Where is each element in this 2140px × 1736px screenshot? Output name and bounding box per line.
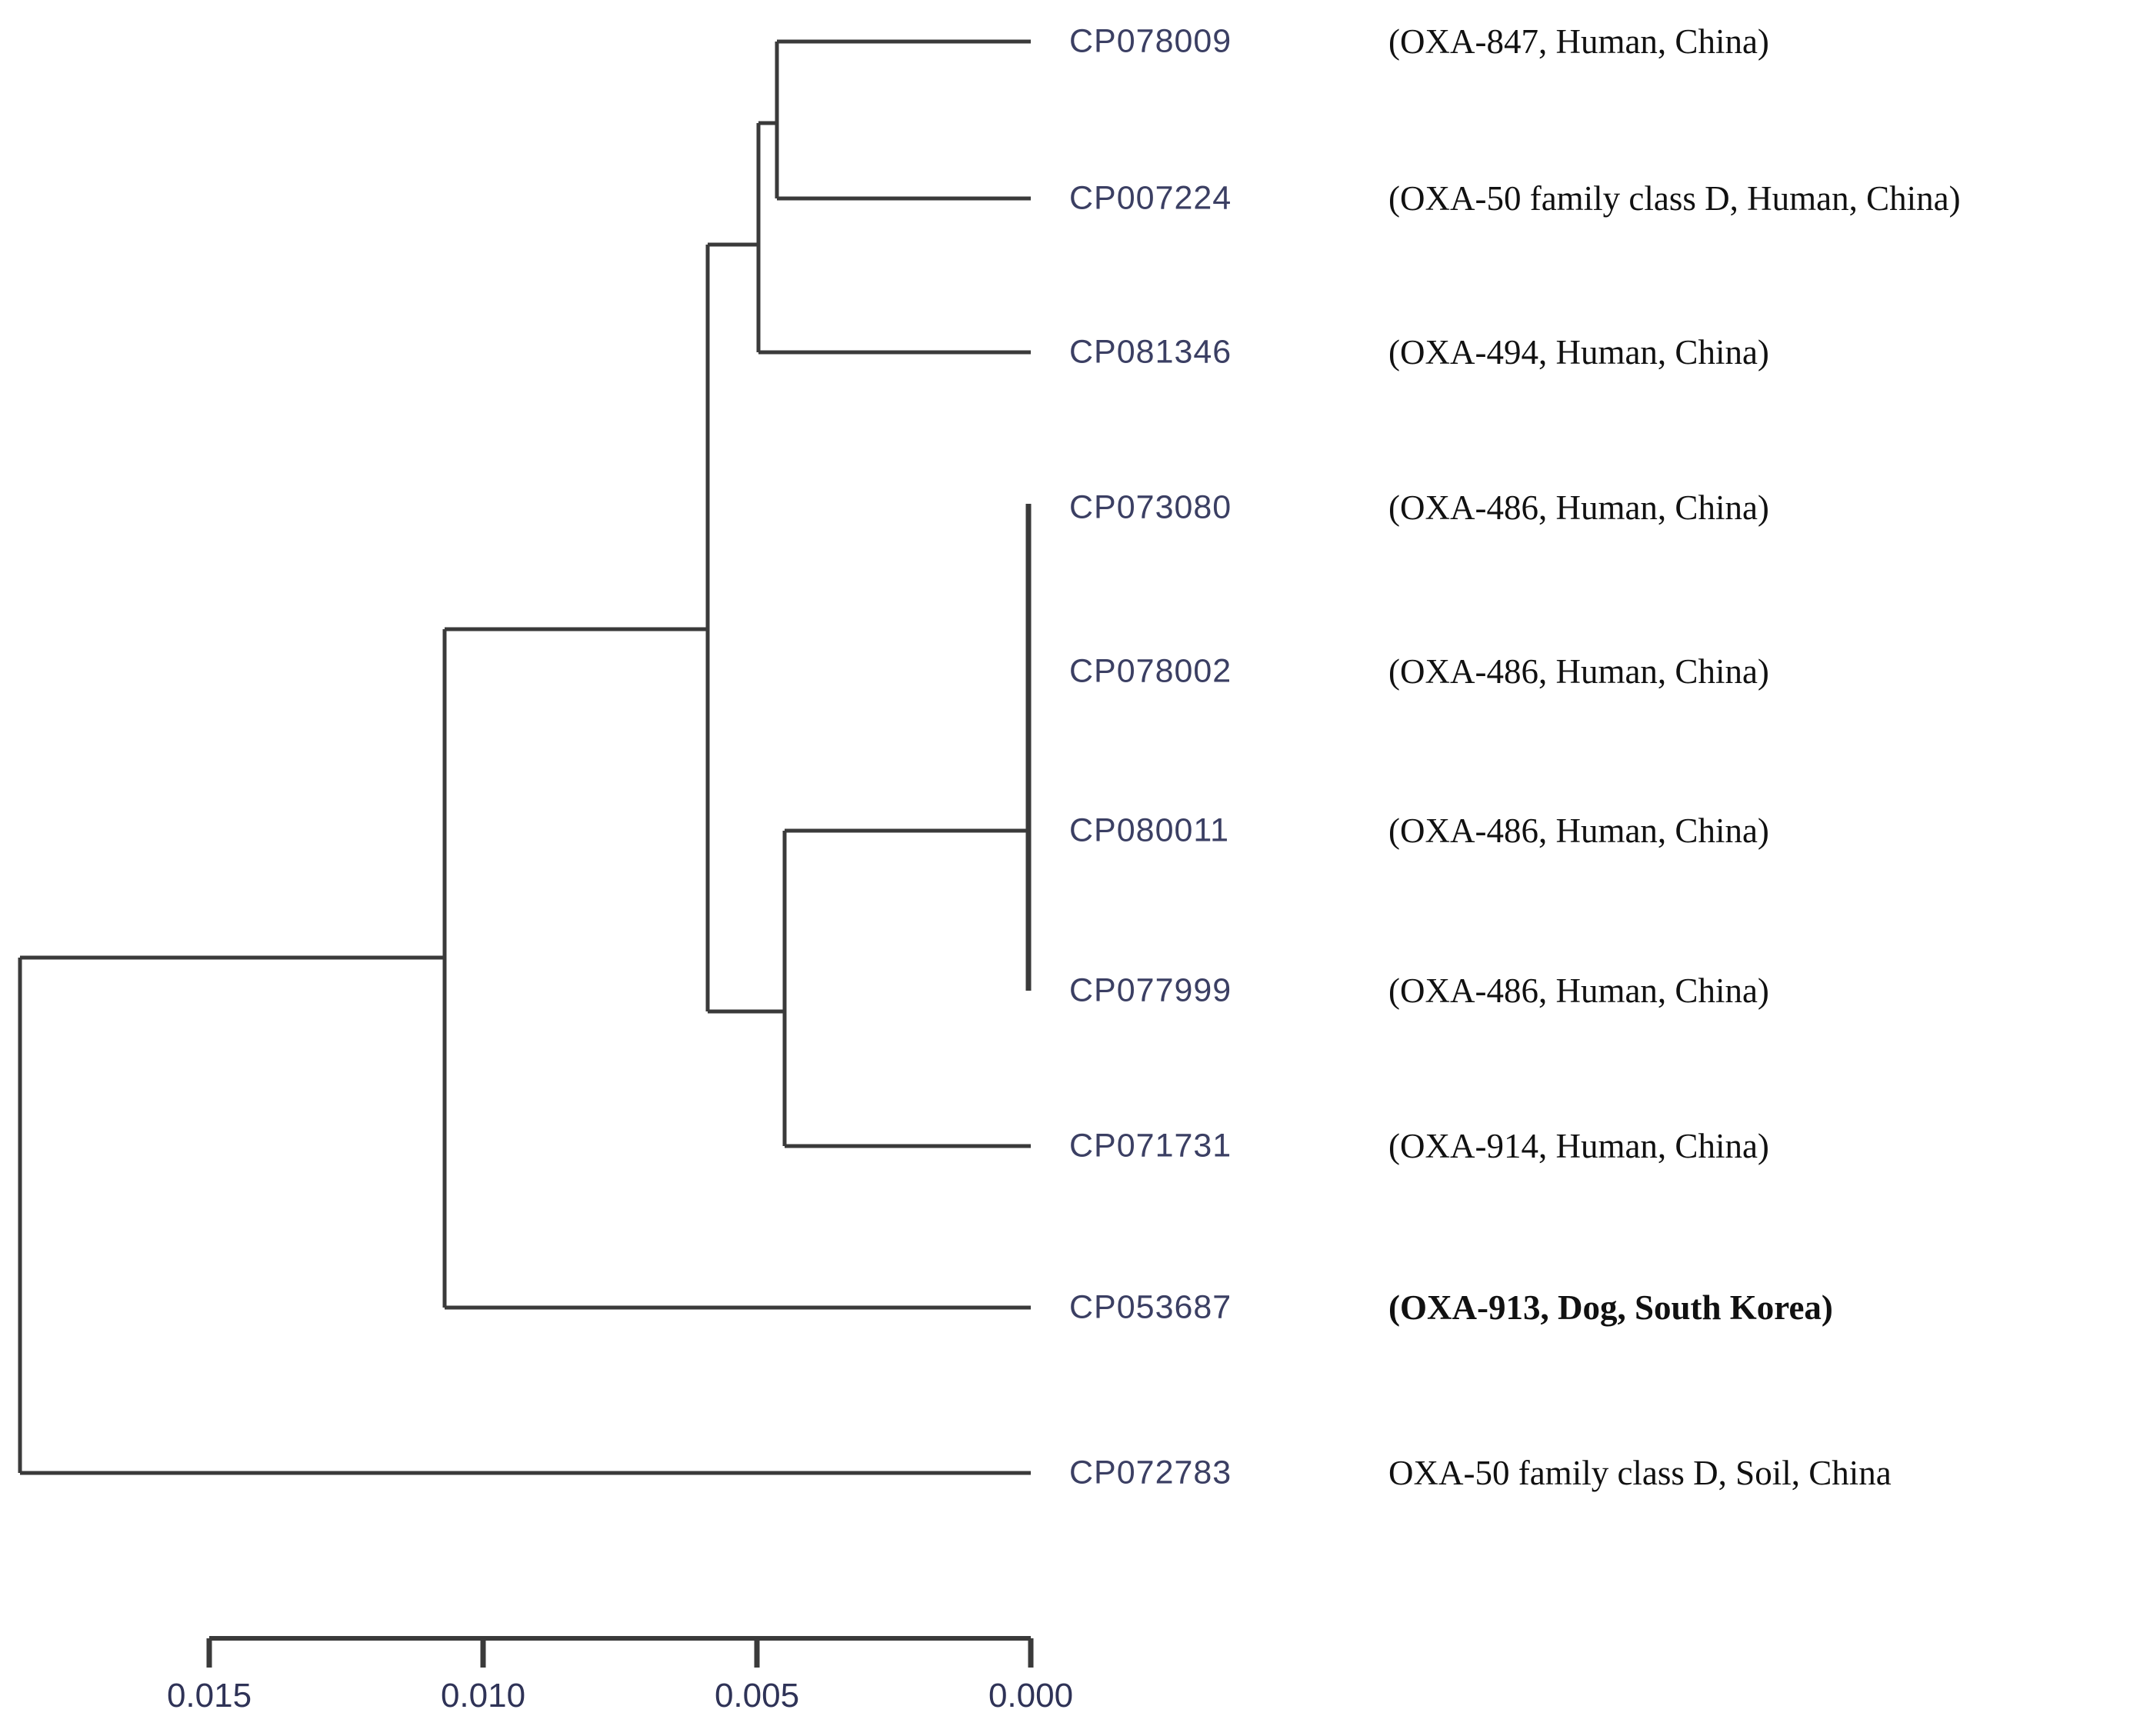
tip-accession-cp078002: CP078002 (1069, 652, 1232, 690)
tip-accession-cp071731: CP071731 (1069, 1127, 1232, 1165)
tip-accession-cp081346: CP081346 (1069, 333, 1232, 371)
tip-accession-cp077999: CP077999 (1069, 971, 1232, 1009)
scale-axis-group (206, 1636, 1034, 1668)
tip-annotation-cp073080: (OXA-486, Human, China) (1388, 488, 1769, 527)
axis-tick-label-0.015: 0.015 (166, 1677, 252, 1714)
tip-annotation-cp072783: OXA-50 family class D, Soil, China (1388, 1454, 1892, 1492)
tip-annotation-cp007224: (OXA-50 family class D, Human, China) (1388, 179, 1961, 218)
tip-accession-cp053687: CP053687 (1069, 1288, 1232, 1326)
tip-annotation-cp081346: (OXA-494, Human, China) (1388, 333, 1769, 372)
tip-accession-cp080011: CP080011 (1069, 811, 1230, 849)
tip-annotation-cp080011: (OXA-486, Human, China) (1388, 811, 1769, 850)
tip-accession-cp078009: CP078009 (1069, 22, 1232, 60)
tip-accession-cp072783: CP072783 (1069, 1454, 1232, 1491)
tip-annotation-cp078009: (OXA-847, Human, China) (1388, 22, 1769, 61)
tree-branch-group (18, 39, 1032, 1475)
tip-accession-cp073080: CP073080 (1069, 488, 1232, 526)
tip-accession-cp007224: CP007224 (1069, 179, 1232, 217)
tip-annotation-cp078002: (OXA-486, Human, China) (1388, 652, 1769, 691)
tip-annotation-cp077999: (OXA-486, Human, China) (1388, 971, 1769, 1010)
axis-tick-label-0.005: 0.005 (714, 1677, 800, 1714)
tip-annotation-cp071731: (OXA-914, Human, China) (1388, 1127, 1769, 1165)
axis-tick-label-0.000: 0.000 (988, 1677, 1074, 1714)
axis-tick-label-0.010: 0.010 (440, 1677, 526, 1714)
tip-annotation-cp053687: (OXA-913, Dog, South Korea) (1388, 1288, 1833, 1327)
